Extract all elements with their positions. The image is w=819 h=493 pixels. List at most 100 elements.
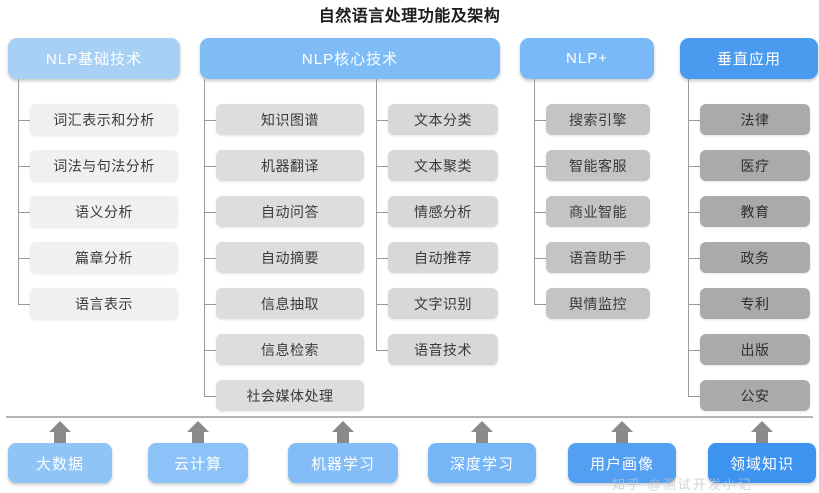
foundation-pill-3[interactable]: 机器学习 [288,443,398,483]
header-pill-3[interactable]: NLP+ [520,38,654,79]
header-pill-4[interactable]: 垂直应用 [680,38,818,79]
item-label: 词法与句法分析 [53,157,155,174]
up-arrow-icon [330,420,356,446]
item-label: 文字识别 [414,295,472,312]
trunk-line-nlp-core-b [376,79,377,350]
header-pill-1[interactable]: NLP基础技术 [8,38,180,79]
item-pill[interactable]: 法律 [700,104,810,135]
stub-line [688,395,700,397]
item-label: 自动推荐 [414,249,472,266]
foundation-label: 用户画像 [589,455,654,473]
item-label: 搜索引擎 [569,111,627,128]
item-pill[interactable]: 文字识别 [388,288,498,319]
item-pill[interactable]: 词法与句法分析 [30,150,178,181]
item-pill[interactable]: 搜索引擎 [546,104,650,135]
item-pill[interactable]: 知识图谱 [216,104,364,135]
trunk-line-nlp-core-a [204,79,205,396]
item-pill[interactable]: 文本分类 [388,104,498,135]
item-pill[interactable]: 舆情监控 [546,288,650,319]
foundation-pill-6[interactable]: 领域知识 [708,443,816,483]
item-pill[interactable]: 智能客服 [546,150,650,181]
item-label: 情感分析 [414,203,472,220]
foundation-pill-5[interactable]: 用户画像 [568,443,676,483]
item-label: 语音技术 [414,341,472,358]
item-pill[interactable]: 篇章分析 [30,242,178,273]
header-pill-2[interactable]: NLP核心技术 [200,38,500,79]
foundation-pill-4[interactable]: 深度学习 [428,443,536,483]
item-pill[interactable]: 专利 [700,288,810,319]
item-pill[interactable]: 机器翻译 [216,150,364,181]
stub-line [376,303,388,305]
item-pill[interactable]: 自动摘要 [216,242,364,273]
item-pill[interactable]: 语言表示 [30,288,178,319]
item-label: 词汇表示和分析 [53,111,155,128]
stub-line [534,211,546,213]
stub-line [18,257,30,259]
item-pill[interactable]: 信息抽取 [216,288,364,319]
page-title: 自然语言处理功能及架构 [318,8,501,25]
item-pill[interactable]: 文本聚类 [388,150,498,181]
stub-line [688,303,700,305]
item-label: 信息抽取 [261,295,319,312]
item-label: 机器翻译 [261,157,319,174]
stub-line [18,165,30,167]
item-pill[interactable]: 语音技术 [388,334,498,365]
stub-line [688,349,700,351]
stub-line [534,303,546,305]
up-arrow-icon [469,420,495,446]
item-pill[interactable]: 自动问答 [216,196,364,227]
item-pill[interactable]: 词汇表示和分析 [30,104,178,135]
item-label: 公安 [740,387,770,404]
item-pill[interactable]: 自动推荐 [388,242,498,273]
stub-line [376,257,388,259]
header-label: NLP核心技术 [301,51,399,68]
item-pill[interactable]: 医疗 [700,150,810,181]
item-label: 文本分类 [414,111,472,128]
item-pill[interactable]: 情感分析 [388,196,498,227]
stub-line [204,211,216,213]
foundation-pill-2[interactable]: 云计算 [148,443,248,483]
stub-line [204,303,216,305]
stub-line [18,303,30,305]
foundation-label: 机器学习 [310,455,375,473]
header-label: 垂直应用 [716,51,781,68]
item-label: 自动摘要 [261,249,319,266]
item-pill[interactable]: 商业智能 [546,196,650,227]
stub-line [204,119,216,121]
item-label: 信息检索 [261,341,319,358]
item-label: 专利 [740,295,770,312]
stub-line [376,119,388,121]
foundation-pill-1[interactable]: 大数据 [8,443,112,483]
item-pill[interactable]: 社会媒体处理 [216,380,364,411]
stub-line [688,257,700,259]
item-label: 自动问答 [261,203,319,220]
stub-line [688,119,700,121]
item-label: 商业智能 [569,203,627,220]
item-pill[interactable]: 语音助手 [546,242,650,273]
stub-line [204,165,216,167]
item-label: 智能客服 [569,157,627,174]
item-label: 知识图谱 [261,111,319,128]
foundation-label: 云计算 [173,455,222,473]
item-pill[interactable]: 信息检索 [216,334,364,365]
item-pill[interactable]: 公安 [700,380,810,411]
trunk-line-vertical-app [688,79,689,396]
item-pill[interactable]: 教育 [700,196,810,227]
stub-line [376,165,388,167]
stub-line [18,119,30,121]
item-pill[interactable]: 语义分析 [30,196,178,227]
item-pill[interactable]: 政务 [700,242,810,273]
item-label: 舆情监控 [569,295,627,312]
item-label: 文本聚类 [414,157,472,174]
header-label: NLP+ [566,50,608,67]
item-pill[interactable]: 出版 [700,334,810,365]
foundation-label: 深度学习 [449,455,514,473]
stub-line [376,349,388,351]
up-arrow-icon [609,420,635,446]
stub-line [688,165,700,167]
item-label: 出版 [740,341,770,358]
up-arrow-icon [47,420,73,446]
trunk-line-nlp-plus [534,79,535,304]
foundation-label: 大数据 [35,455,84,473]
